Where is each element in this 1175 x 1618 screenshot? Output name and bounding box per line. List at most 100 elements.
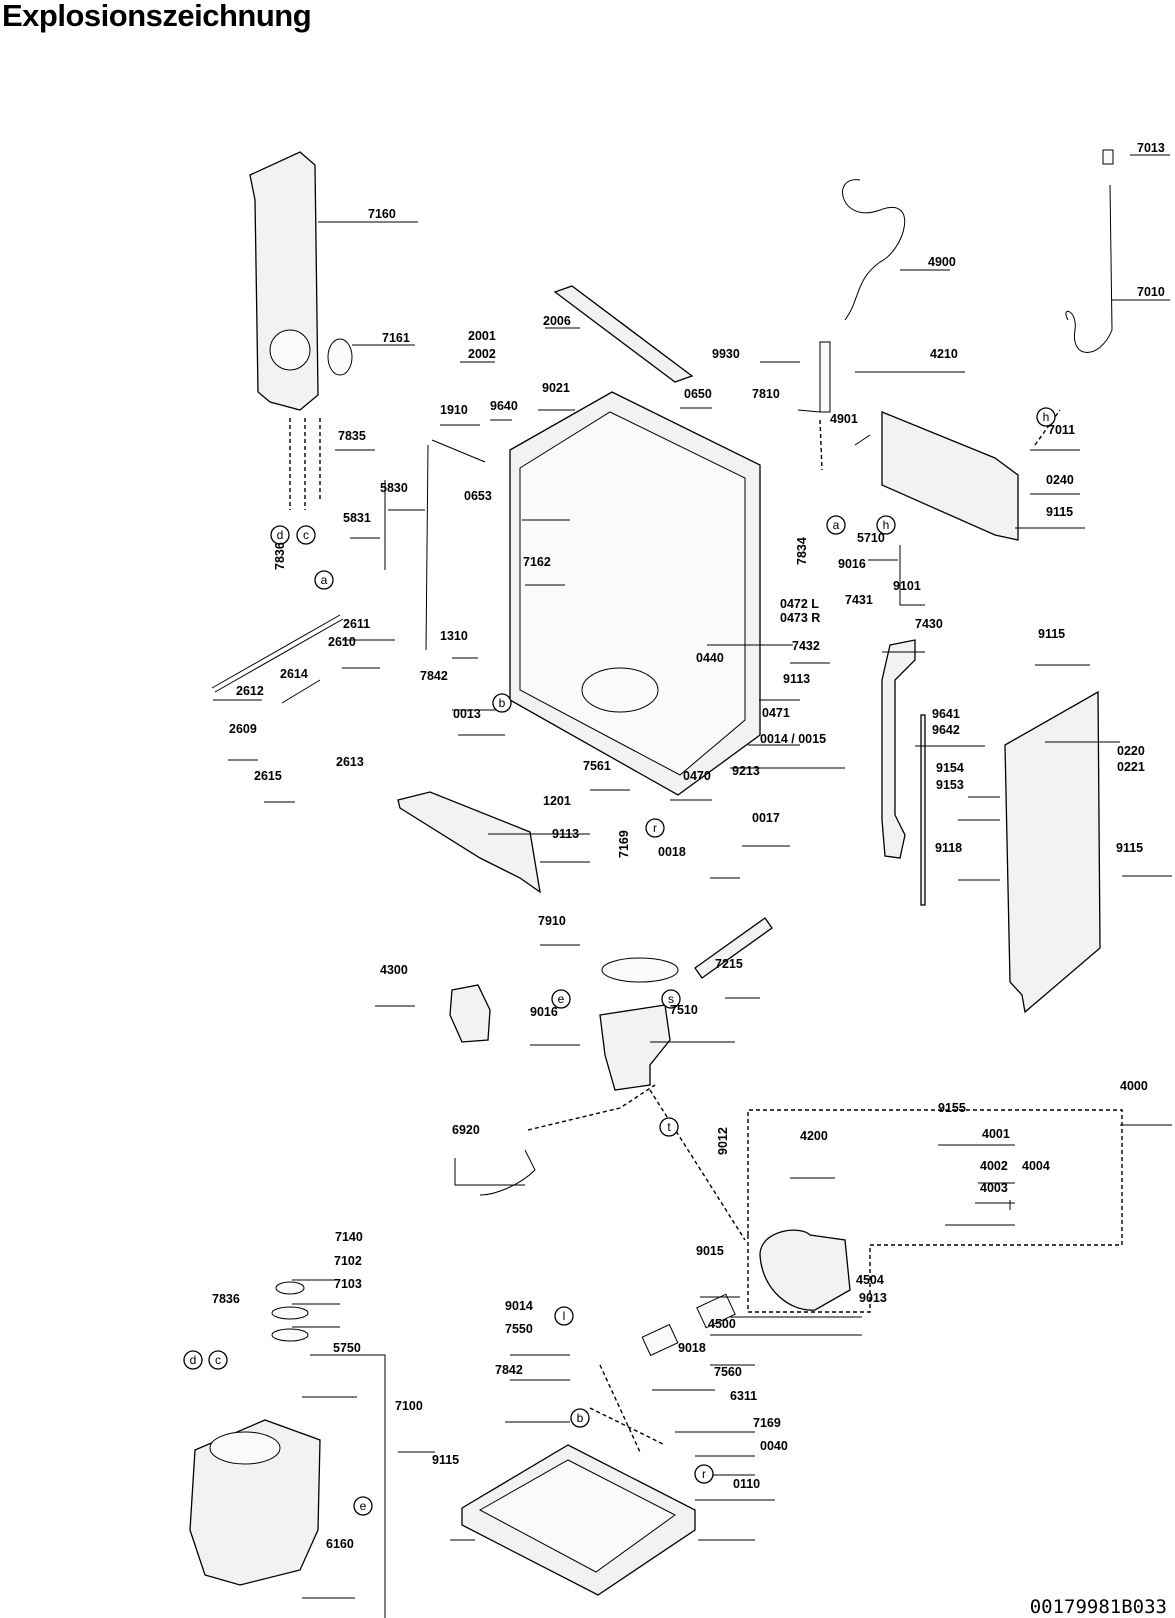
callout-circle: c: [208, 1350, 228, 1370]
part-label: 4504: [856, 1273, 884, 1287]
callout-letter: t: [667, 1120, 671, 1134]
part-label: 4900: [928, 255, 956, 269]
part-label: 9101: [893, 579, 921, 593]
part-label: 7550: [505, 1322, 533, 1336]
part-label: 9153: [936, 778, 964, 792]
part-label: 2614: [280, 667, 308, 681]
callout-circle: b: [570, 1408, 590, 1428]
part-label: 7842: [420, 669, 448, 683]
part-label: 4000: [1120, 1079, 1148, 1093]
part-label: 4001: [982, 1127, 1010, 1141]
part-label: 7162: [523, 555, 551, 569]
callout-letter: a: [321, 573, 328, 587]
callout-letter: d: [277, 528, 284, 542]
part-label: 2006: [543, 314, 571, 328]
part-label: 9015: [696, 1244, 724, 1258]
part-label: 0017: [752, 811, 780, 825]
rod-2610: [211, 614, 341, 689]
part-label: 9013: [859, 1291, 887, 1305]
part-label: 4300: [380, 963, 408, 977]
seal-1910: [425, 439, 486, 651]
part-label: 7011: [1048, 423, 1075, 437]
part-label: 7010: [1137, 285, 1165, 299]
assembly-4000-frame: [747, 1109, 1123, 1313]
part-label: 9021: [542, 381, 570, 395]
part-label: 7103: [334, 1277, 362, 1291]
part-6920: [479, 1149, 536, 1196]
part-label: 9016: [838, 557, 866, 571]
part-label: 7100: [395, 1399, 423, 1413]
part-label: 7431: [845, 593, 873, 607]
part-label: 9115: [432, 1453, 459, 1467]
part-label: 9018: [678, 1341, 706, 1355]
callout-ring: [1036, 407, 1056, 427]
part-label: 9016: [530, 1005, 558, 1019]
ring-7103: [271, 1328, 309, 1342]
reservoir-top: [209, 1431, 281, 1465]
part-label: 2615: [254, 769, 282, 783]
part-label: 9642: [932, 723, 960, 737]
callout-circle: h: [876, 515, 896, 535]
part-label: 0440: [696, 651, 724, 665]
part-label: 0014 / 0015: [760, 732, 826, 746]
callout-circle: r: [694, 1464, 714, 1484]
callout-ring: [645, 818, 665, 838]
part-label: 5830: [380, 481, 408, 495]
callout-ring: [876, 515, 896, 535]
part-label: 7169: [753, 1416, 781, 1430]
part-label: 0473 R: [780, 611, 820, 625]
part-label: 9640: [490, 399, 518, 413]
tub-sump: [581, 667, 659, 713]
shaft-7215: [694, 917, 773, 979]
callout-circle: l: [554, 1306, 574, 1326]
cable-7010: [1065, 184, 1113, 353]
part-label: 2613: [336, 755, 364, 769]
part-label: 9118: [935, 841, 962, 855]
callout-circle: e: [353, 1496, 373, 1516]
callout-ring: [353, 1496, 373, 1516]
reservoir-7100: [189, 1419, 321, 1586]
part-4300: [449, 984, 491, 1043]
part-label: 9641: [932, 707, 960, 721]
part-label: 7842: [495, 1363, 523, 1377]
part-label: 7430: [915, 617, 943, 631]
part-label: 5750: [333, 1341, 361, 1355]
part-label: 7161: [382, 331, 410, 345]
part-label: 4003: [980, 1181, 1008, 1195]
part-label: 6311: [730, 1389, 757, 1403]
callout-circle: h: [1036, 407, 1056, 427]
part-drawings: [189, 149, 1123, 1596]
callout-letter: l: [563, 1309, 566, 1323]
part-label: 7510: [670, 1003, 698, 1017]
bar-9641: [920, 714, 926, 906]
callout-ring: [661, 989, 681, 1009]
part-label: 9115: [1116, 841, 1143, 855]
callout-ring: [314, 570, 334, 590]
part-label: 9930: [712, 347, 740, 361]
callout-circle: e: [551, 989, 571, 1009]
part-label: 2610: [328, 635, 356, 649]
part-label: 7102: [334, 1254, 362, 1268]
part-label: 7140: [335, 1230, 363, 1244]
part-label: 2001: [468, 329, 496, 343]
gasket-7910: [601, 957, 679, 983]
callout-letter: r: [653, 821, 657, 835]
part-label: 1310: [440, 629, 468, 643]
callout-circle: a: [314, 570, 334, 590]
callout-letter: d: [190, 1353, 197, 1367]
spring-7810: [819, 341, 831, 413]
callout-circle: r: [645, 818, 665, 838]
part-label: 9213: [732, 764, 760, 778]
rotor-7160: [269, 329, 311, 371]
part-label: 7169: [617, 830, 631, 858]
side-panel-7160: [249, 151, 319, 411]
callout-ring: [208, 1350, 228, 1370]
callout-ring: [659, 1117, 679, 1137]
callout-ring: [183, 1350, 203, 1370]
part-label: 7561: [583, 759, 611, 773]
callout-letter: b: [577, 1411, 584, 1425]
part-label: 0018: [658, 845, 686, 859]
callout-letter: s: [668, 992, 674, 1006]
